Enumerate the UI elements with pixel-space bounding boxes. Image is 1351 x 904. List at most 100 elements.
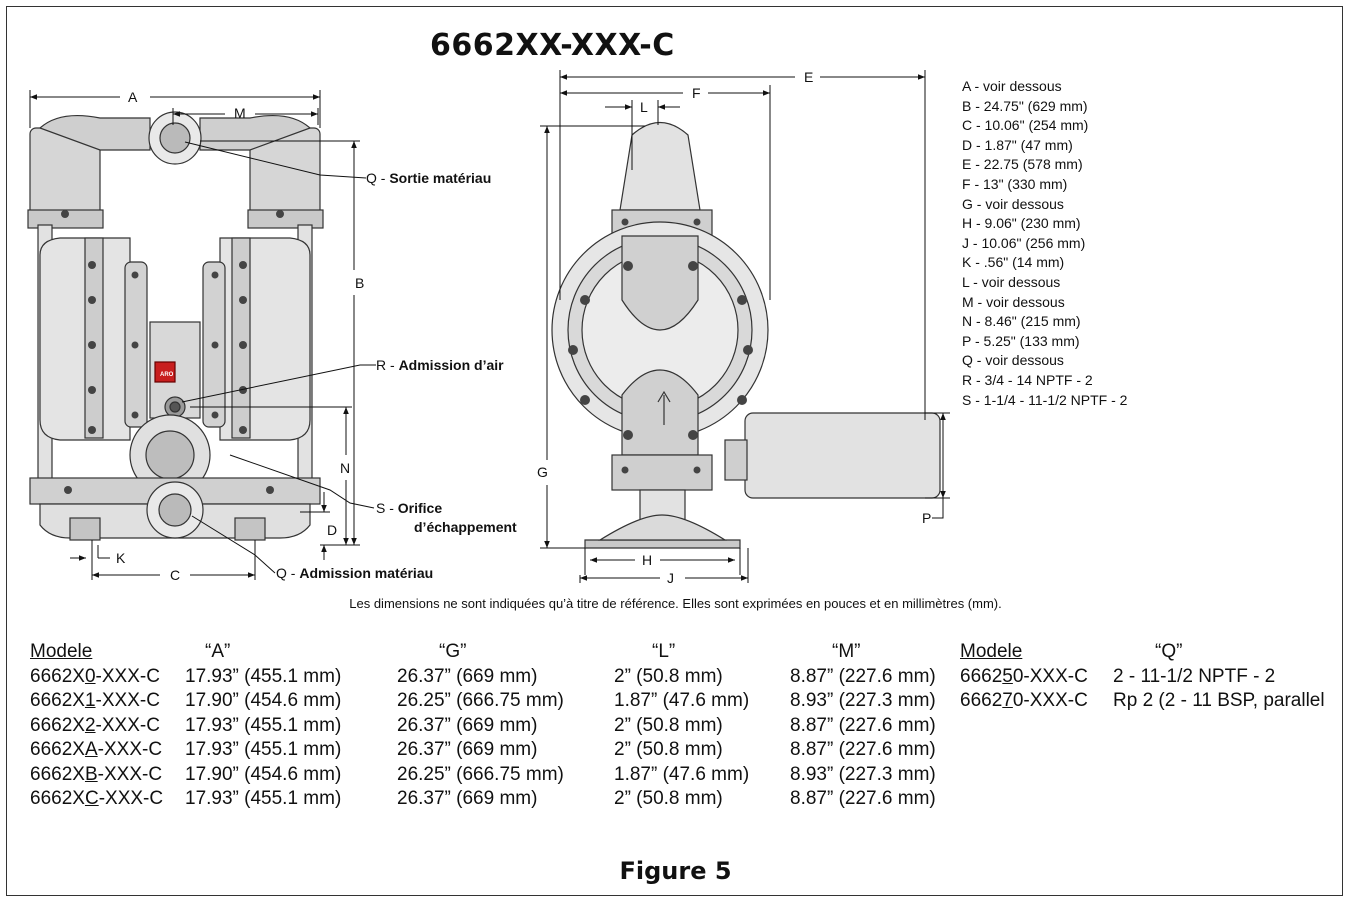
legend-item: E - 22.75 (578 mm): [962, 156, 1083, 173]
table1-l-column: “L” 2” (50.8 mm) 1.87” (47.6 mm) 2” (50.…: [614, 640, 749, 812]
figure-title: 6662XX-XXX-C: [430, 28, 675, 63]
front-view-pump: [27, 111, 324, 541]
callout-r-label: Admission d’air: [399, 357, 505, 373]
table1-header-model: Modele: [30, 641, 93, 662]
reference-note: Les dimensions ne sont indiquées qu’à ti…: [349, 596, 1002, 611]
table-cell: Rp 2 (2 - 11 BSP, parallel: [1113, 690, 1325, 711]
table2-header-model: Modele: [960, 641, 1023, 662]
table1-m-column: “M” 8.87” (227.6 mm) 8.93” (227.3 mm) 8.…: [790, 640, 936, 812]
callout-q-top: Q - Sortie matériau: [366, 170, 491, 186]
dim-label-d: D: [327, 522, 337, 538]
table2-model-column: Modele 666250-XXX-C 666270-XXX-C: [960, 640, 1088, 714]
dim-label-n: N: [340, 460, 350, 476]
table-cell: 8.87” (227.6 mm): [790, 714, 936, 736]
legend-item: S - 1-1/4 - 11-1/2 NPTF - 2: [962, 391, 1128, 408]
table-cell: 17.93” (455.1 mm): [185, 788, 342, 809]
table-cell: 17.93” (455.1 mm): [185, 739, 342, 760]
table1-header-m: “M”: [832, 641, 861, 662]
table-cell: 666270-XXX-C: [960, 690, 1088, 711]
figure-caption: Figure 5: [619, 857, 732, 885]
table-cell: 17.93” (455.1 mm): [185, 714, 342, 736]
side-view-pump: [551, 122, 941, 549]
table-cell: 2” (50.8 mm): [614, 714, 723, 736]
table-cell: 6662XA-XXX-C: [30, 739, 163, 760]
table-cell: 8.87” (227.6 mm): [790, 665, 936, 687]
table1-header-l: “L”: [652, 641, 676, 662]
legend-item: Q - voir dessous: [962, 352, 1064, 369]
table-cell: 2 - 11-1/2 NPTF - 2: [1113, 665, 1276, 687]
table2-header-q: “Q”: [1155, 641, 1183, 662]
dim-label-c: C: [170, 567, 180, 583]
callout-q-top-prefix: Q -: [366, 170, 389, 186]
table-cell: 17.90” (454.6 mm): [185, 763, 342, 785]
table-cell: 26.25” (666.75 mm): [397, 690, 564, 711]
aro-badge: ARO: [160, 372, 174, 378]
side-dimension-labels: E F L G H J P: [537, 69, 931, 586]
table-cell: 8.87” (227.6 mm): [790, 788, 936, 809]
table2-q-column: “Q” 2 - 11-1/2 NPTF - 2 Rp 2 (2 - 11 BSP…: [1113, 640, 1325, 714]
front-callouts: Q - Sortie matériau R - Admission d’air …: [276, 170, 517, 581]
table-cell: 8.93” (227.3 mm): [790, 690, 936, 711]
table-cell: 2” (50.8 mm): [614, 665, 723, 687]
dim-label-p: P: [922, 510, 931, 526]
callout-q-bottom-prefix: Q -: [276, 565, 299, 581]
callout-r-prefix: R -: [376, 357, 399, 373]
legend-item: G - voir dessous: [962, 195, 1064, 212]
dim-label-e: E: [804, 69, 813, 85]
legend-item: R - 3/4 - 14 NPTF - 2: [962, 371, 1093, 388]
table-cell: 1.87” (47.6 mm): [614, 690, 750, 711]
callout-q-bottom-label: Admission matériau: [299, 565, 433, 581]
dim-label-g: G: [537, 464, 548, 480]
table-cell: 17.90” (454.6 mm): [185, 690, 342, 711]
table1-header-a: “A”: [205, 641, 231, 662]
table-cell: 26.37” (669 mm): [397, 665, 538, 687]
legend-item: P - 5.25" (133 mm): [962, 332, 1080, 349]
callout-q-bottom: Q - Admission matériau: [276, 565, 433, 581]
dim-label-f: F: [692, 85, 701, 101]
dim-label-m: M: [234, 105, 246, 121]
table-cell: 26.25” (666.75 mm): [397, 763, 564, 785]
table-cell: 6662X1-XXX-C: [30, 690, 160, 711]
legend-item: J - 10.06" (256 mm): [962, 234, 1086, 251]
table-cell: 6662XB-XXX-C: [30, 763, 163, 785]
dim-label-a: A: [128, 89, 138, 105]
table1-g-column: “G” 26.37” (669 mm) 26.25” (666.75 mm) 2…: [397, 640, 564, 812]
dim-label-k: K: [116, 550, 126, 566]
table-cell: 6662XC-XXX-C: [30, 788, 164, 809]
figure-frame: [6, 6, 1343, 896]
dim-label-h: H: [642, 552, 652, 568]
table-cell: 8.87” (227.6 mm): [790, 739, 936, 760]
dim-label-l: L: [640, 99, 648, 115]
legend-item: A - voir dessous: [962, 78, 1062, 94]
legend-item: H - 9.06" (230 mm): [962, 215, 1081, 232]
legend-item: C - 10.06" (254 mm): [962, 117, 1089, 134]
table-cell: 2” (50.8 mm): [614, 788, 723, 809]
front-dimension-labels: A M B N D C K: [116, 89, 364, 583]
table-cell: 26.37” (669 mm): [397, 788, 538, 809]
dimension-legend: A - voir dessous B - 24.75" (629 mm) C -…: [962, 77, 1127, 410]
table-cell: 26.37” (669 mm): [397, 739, 538, 760]
legend-item: N - 8.46" (215 mm): [962, 313, 1081, 330]
table-cell: 666250-XXX-C: [960, 665, 1088, 687]
legend-item: B - 24.75" (629 mm): [962, 97, 1088, 114]
legend-item: F - 13" (330 mm): [962, 175, 1068, 192]
table-cell: 17.93” (455.1 mm): [185, 665, 342, 687]
table-cell: 1.87” (47.6 mm): [614, 763, 750, 785]
dim-label-b: B: [355, 275, 364, 291]
table-cell: 6662X0-XXX-C: [30, 665, 160, 687]
table-cell: 2” (50.8 mm): [614, 739, 723, 760]
legend-item: L - voir dessous: [962, 273, 1061, 290]
table-cell: 26.37” (669 mm): [397, 714, 538, 736]
table-cell: 8.93” (227.3 mm): [790, 763, 936, 785]
table1-header-g: “G”: [439, 641, 467, 662]
dim-label-j: J: [667, 570, 674, 586]
callout-s-prefix: S -: [376, 500, 398, 516]
legend-item: M - voir dessous: [962, 293, 1065, 310]
callout-s-label-1: Orifice: [398, 500, 443, 516]
table1-model-column: Modele 6662X0-XXX-C 6662X1-XXX-C 6662X2-…: [30, 640, 163, 812]
callout-s-label-2: d’échappement: [414, 519, 517, 535]
table1-a-column: “A” 17.93” (455.1 mm) 17.90” (454.6 mm) …: [185, 640, 341, 812]
callout-s: S - Orifice: [376, 500, 442, 516]
callout-r: R - Admission d’air: [376, 357, 504, 373]
